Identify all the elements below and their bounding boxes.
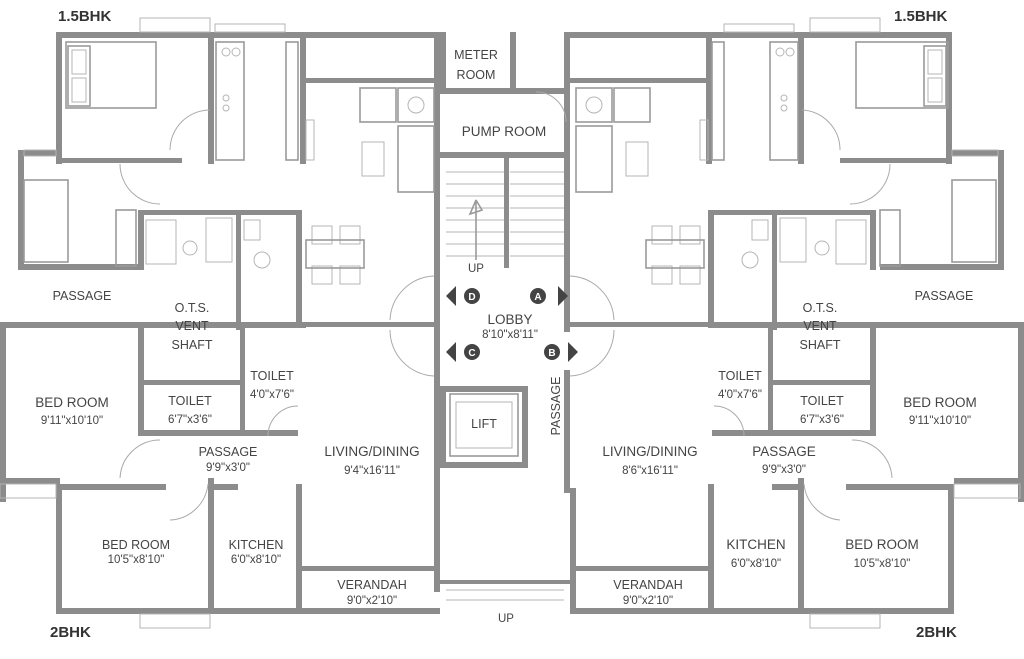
- flat-markers: D A C B: [446, 286, 578, 362]
- passage-vertical-label: PASSAGE: [549, 377, 563, 436]
- left-verandah-dim: 9'0"x2'10": [347, 595, 397, 607]
- unit-label-bottom-right: 2BHK: [916, 624, 957, 641]
- unit-label-bottom-left: 2BHK: [50, 624, 91, 641]
- svg-text:B: B: [548, 348, 555, 359]
- marker-a: A: [530, 286, 568, 306]
- ots-left-label: O.T.S.: [175, 301, 210, 315]
- ots-left-label-2: VENT: [175, 319, 209, 333]
- right-bed1-label: BED ROOM: [903, 395, 977, 410]
- pump-room-label: PUMP ROOM: [462, 124, 547, 139]
- left-toilet-small-dim: 6'7"x3'6": [168, 414, 212, 426]
- right-toilet-dim: 4'0"x7'6": [718, 389, 762, 401]
- bottom-up-label: UP: [498, 613, 514, 625]
- left-bed2-label: BED ROOM: [102, 538, 170, 552]
- room-labels: METER ROOM PUMP ROOM PASSAGE PASSAGE O.T…: [35, 48, 977, 625]
- left-bed1-label: BED ROOM: [35, 395, 109, 410]
- ots-right-label: O.T.S.: [803, 301, 838, 315]
- right-verandah-label: VERANDAH: [613, 578, 682, 592]
- svg-text:C: C: [468, 348, 475, 359]
- marker-b: B: [544, 342, 578, 362]
- left-toilet-label: TOILET: [250, 369, 294, 383]
- lobby-label: LOBBY: [487, 312, 532, 327]
- left-kitchen-dim: 6'0"x8'10": [231, 554, 281, 566]
- right-bed2-label: BED ROOM: [845, 537, 919, 552]
- left-living-label: LIVING/DINING: [324, 444, 419, 459]
- windows: [0, 17, 1021, 629]
- right-toilet-small-dim: 6'7"x3'6": [800, 414, 844, 426]
- right-living-dim: 8'6"x16'11": [622, 465, 678, 477]
- lift-label: LIFT: [471, 417, 497, 431]
- right-toilet-small-label: TOILET: [800, 394, 844, 408]
- right-passage-dim: 9'9"x3'0": [762, 464, 806, 476]
- left-toilet-dim: 4'0"x7'6": [250, 389, 294, 401]
- ots-left-label-3: SHAFT: [172, 338, 213, 352]
- stair-up-label: UP: [468, 263, 484, 275]
- left-bed1-dim: 9'11"x10'10": [41, 415, 103, 427]
- left-kitchen-label: KITCHEN: [229, 538, 284, 552]
- marker-d: D: [446, 286, 480, 306]
- ots-right-label-2: VENT: [803, 319, 837, 333]
- svg-text:D: D: [468, 292, 475, 303]
- right-toilet-label: TOILET: [718, 369, 762, 383]
- passage-right-label: PASSAGE: [915, 289, 974, 303]
- lobby-dim: 8'10"x8'11": [482, 329, 538, 341]
- left-bed2-dim: 10'5"x8'10": [108, 554, 165, 566]
- furniture: [23, 41, 997, 601]
- right-passage-label: PASSAGE: [752, 444, 816, 459]
- right-kitchen-dim: 6'0"x8'10": [731, 558, 781, 570]
- right-living-label: LIVING/DINING: [602, 444, 697, 459]
- doors: [119, 91, 893, 521]
- ots-right-label-3: SHAFT: [800, 338, 841, 352]
- meter-room-label: METER: [454, 48, 498, 62]
- right-verandah-dim: 9'0"x2'10": [623, 595, 673, 607]
- marker-c: C: [446, 342, 480, 362]
- left-passage-dim: 9'9"x3'0": [206, 462, 250, 474]
- unit-label-top-right: 1.5BHK: [894, 8, 948, 25]
- right-bed2-dim: 10'5"x8'10": [854, 558, 911, 570]
- meter-room-label-2: ROOM: [457, 68, 496, 82]
- left-toilet-small-label: TOILET: [168, 394, 212, 408]
- right-kitchen-label: KITCHEN: [726, 537, 785, 552]
- unit-label-top-left: 1.5BHK: [58, 8, 112, 25]
- left-living-dim: 9'4"x16'11": [344, 465, 400, 477]
- left-verandah-label: VERANDAH: [337, 578, 406, 592]
- unit-labels: 1.5BHK 1.5BHK 2BHK 2BHK: [50, 8, 957, 641]
- passage-left-label: PASSAGE: [53, 289, 112, 303]
- walls: [0, 32, 1024, 614]
- right-bed1-dim: 9'11"x10'10": [909, 415, 971, 427]
- svg-text:A: A: [534, 292, 541, 303]
- left-passage-label: PASSAGE: [199, 445, 258, 459]
